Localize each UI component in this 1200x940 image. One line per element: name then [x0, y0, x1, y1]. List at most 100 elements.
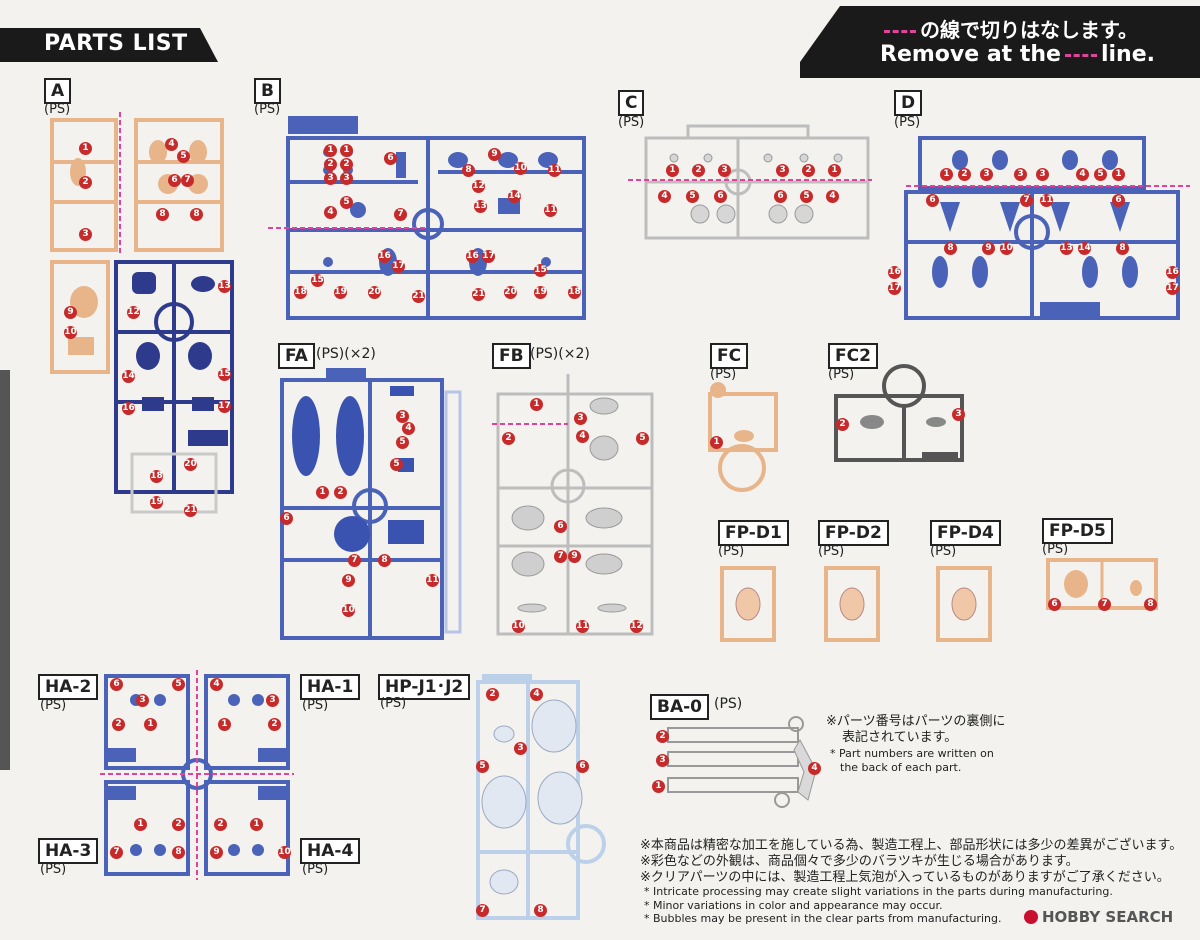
part-number: 9 [64, 306, 77, 319]
dashed-line-icon [1064, 53, 1097, 57]
part-number: 2 [214, 818, 227, 831]
part-number: 17 [888, 282, 901, 295]
part-number: 1 [324, 144, 337, 157]
runner-fp-d1 [720, 566, 776, 642]
part-number: 13 [218, 280, 231, 293]
part-number: 3 [952, 408, 965, 421]
part-label-fb: FB [492, 343, 531, 369]
footer-note-en-3: * Bubbles may be present in the clear pa… [644, 912, 1002, 925]
part-sub-ha-3: (PS) [40, 862, 67, 877]
header-tab-shape [0, 28, 218, 62]
part-number: 5 [177, 150, 190, 163]
part-number: 11 [1040, 194, 1053, 207]
part-number: 7 [394, 208, 407, 221]
part-number: 1 [666, 164, 679, 177]
part-number: 2 [172, 818, 185, 831]
part-number: 6 [280, 512, 293, 525]
part-number: 12 [127, 306, 140, 319]
part-number: 16 [122, 402, 135, 415]
hobby-search-logo-icon [1024, 910, 1038, 924]
part-number: 11 [426, 574, 439, 587]
page-title: PARTS LIST [44, 31, 188, 56]
runner-ba-0 [667, 716, 817, 808]
part-number: 4 [324, 206, 337, 219]
part-number: 14 [122, 370, 135, 383]
part-sub-fp-d4: (PS) [930, 544, 957, 559]
part-number: 21 [184, 504, 197, 517]
part-number: 18 [568, 286, 581, 299]
runner-fb [492, 374, 654, 636]
part-number: 9 [488, 148, 501, 161]
part-label-b: B [254, 78, 281, 104]
part-number: 2 [486, 688, 499, 701]
part-number: 11 [548, 164, 561, 177]
part-number: 7 [181, 174, 194, 187]
part-number: 9 [210, 846, 223, 859]
part-number: 4 [1076, 168, 1089, 181]
part-sub-fp-d1: (PS) [718, 544, 745, 559]
part-number: 13 [474, 200, 487, 213]
footer-note-en-1: * Intricate processing may create slight… [644, 885, 1113, 898]
part-number: 10 [514, 162, 527, 175]
part-number: 7 [1020, 194, 1033, 207]
part-number: 4 [576, 430, 589, 443]
part-number: 2 [502, 432, 515, 445]
part-number: 17 [482, 250, 495, 263]
part-number: 1 [340, 144, 353, 157]
part-number: 6 [1048, 598, 1061, 611]
part-number: 19 [534, 286, 547, 299]
part-label-fp-d1: FP-D1 [718, 520, 789, 546]
part-label-fc: FC [710, 343, 749, 369]
part-qty-fb: (PS)(×2) [530, 346, 590, 362]
part-number: 2 [334, 486, 347, 499]
part-number: 3 [340, 172, 353, 185]
part-number: 8 [190, 208, 203, 221]
footer-note-en-2: * Minor variations in color and appearan… [644, 899, 943, 912]
part-number: 3 [514, 742, 527, 755]
part-number: 18 [294, 286, 307, 299]
part-number: 8 [944, 242, 957, 255]
part-number: 17 [1166, 282, 1179, 295]
part-number: 7 [1098, 598, 1111, 611]
part-label-fp-d5: FP-D5 [1042, 518, 1113, 544]
part-number: 3 [79, 228, 92, 241]
part-number: 1 [1112, 168, 1125, 181]
part-number: 2 [656, 730, 669, 743]
part-number: 19 [334, 286, 347, 299]
part-number: 5 [476, 760, 489, 773]
part-number: 4 [402, 422, 415, 435]
part-number: 17 [218, 400, 231, 413]
part-number: 7 [476, 904, 489, 917]
part-number: 1 [530, 398, 543, 411]
part-label-ba-0: BA-0 [650, 694, 709, 720]
part-number: 16 [378, 250, 391, 263]
part-number: 7 [348, 554, 361, 567]
part-number: 5 [686, 190, 699, 203]
part-number: 2 [79, 176, 92, 189]
part-number: 6 [714, 190, 727, 203]
part-label-fp-d2: FP-D2 [818, 520, 889, 546]
part-number: 4 [165, 138, 178, 151]
part-number: 6 [168, 174, 181, 187]
part-number: 6 [384, 152, 397, 165]
runner-fc2 [834, 364, 964, 462]
part-qty-fa: (PS)(×2) [316, 346, 376, 362]
part-number: 10 [278, 846, 291, 859]
part-number: 10 [512, 620, 525, 633]
part-number: 5 [172, 678, 185, 691]
part-number: 3 [1036, 168, 1049, 181]
part-number: 20 [504, 286, 517, 299]
part-number: 21 [472, 288, 485, 301]
part-label-ha-1: HA-1 [300, 674, 361, 700]
part-number: 6 [774, 190, 787, 203]
part-label-ha-4: HA-4 [300, 838, 361, 864]
footer-note-jp-2: ※彩色などの外観は、商品個々で多少のバラツキが生じる場合があります。 [640, 854, 1079, 869]
part-label-ha-2: HA-2 [38, 674, 99, 700]
part-number: 1 [652, 780, 665, 793]
part-number: 8 [534, 904, 547, 917]
part-number: 3 [574, 412, 587, 425]
part-number: 7 [554, 550, 567, 563]
runner-hp-j [476, 674, 606, 920]
